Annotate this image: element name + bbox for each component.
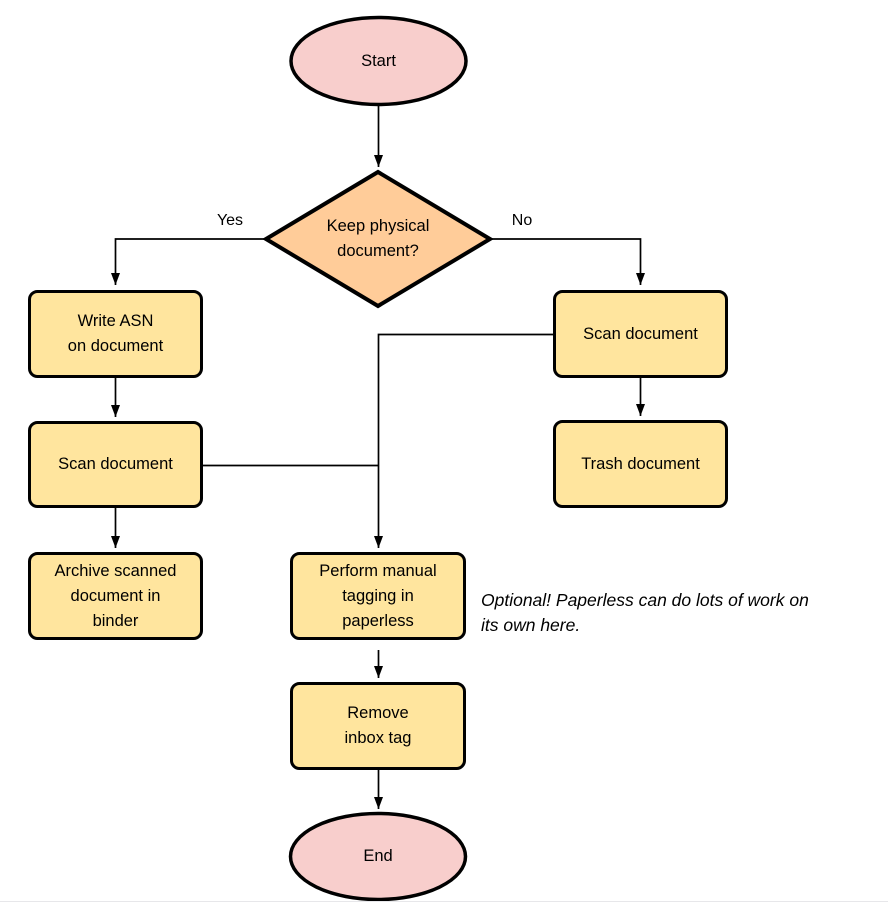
- scan-document-left-box-shape: [28, 421, 203, 508]
- manual-tagging-box-shape: [290, 552, 466, 640]
- edge-scan-right-to-tagging: [374, 333, 553, 548]
- scan-document-right-box-shape: [553, 290, 728, 378]
- decision-diamond-shape: [262, 169, 494, 309]
- remove-inbox-tag-box-shape: [290, 682, 466, 770]
- edge-decision-no-to-scan-right: [490, 238, 645, 285]
- edge-decision-yes-to-write-asn: [111, 238, 266, 285]
- start-terminator-shape: [289, 15, 468, 107]
- archive-box-shape: [28, 552, 203, 640]
- trash-document-box-shape: [553, 420, 728, 508]
- write-asn-box-shape: [28, 290, 203, 378]
- bottom-divider: [0, 901, 888, 902]
- end-terminator-shape: [288, 811, 468, 902]
